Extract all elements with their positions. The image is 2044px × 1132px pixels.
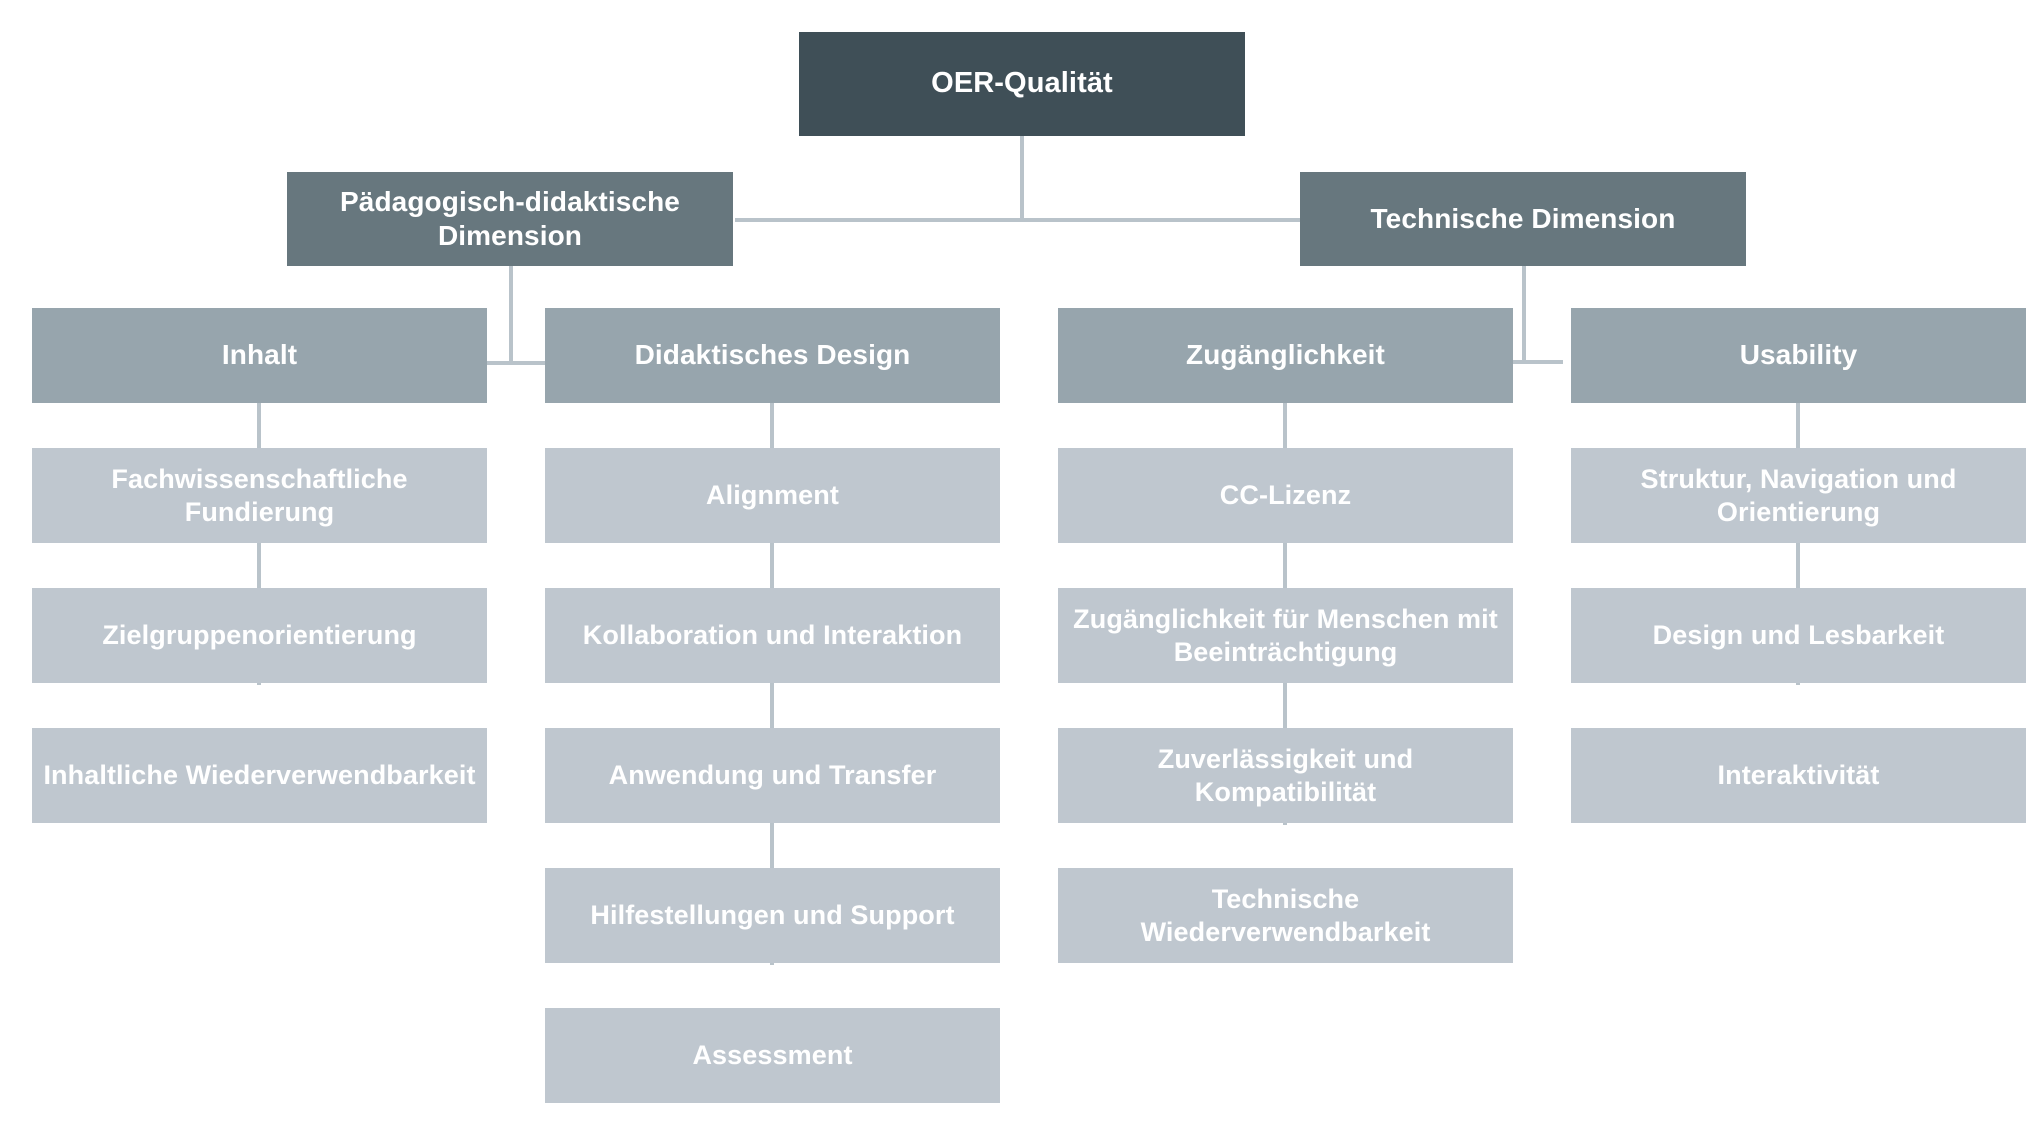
node-inhalt[interactable]: Inhalt xyxy=(32,308,487,403)
node-criterion-inhaltliche-wiederverwendbarkeit[interactable]: Inhaltliche Wiederverwendbarkeit xyxy=(32,728,487,823)
node-criterion-fachwissenschaftliche-fundierung[interactable]: Fachwissenschaftliche Fundierung xyxy=(32,448,487,543)
node-paedagogisch-didaktische-dimension[interactable]: Pädagogisch-didaktische Dimension xyxy=(287,172,733,266)
node-criterion-interaktivitaet[interactable]: Interaktivität xyxy=(1571,728,2026,823)
node-criterion-alignment[interactable]: Alignment xyxy=(545,448,1000,543)
node-criterion-assessment[interactable]: Assessment xyxy=(545,1008,1000,1103)
node-criterion-zielgruppenorientierung[interactable]: Zielgruppenorientierung xyxy=(32,588,487,683)
node-criterion-design-und-lesbarkeit[interactable]: Design und Lesbarkeit xyxy=(1571,588,2026,683)
node-oer-qualitaet[interactable]: OER-Qualität xyxy=(799,32,1245,136)
connector-root-stem xyxy=(1020,135,1024,220)
connector-dimension-spine xyxy=(735,218,1302,222)
node-criterion-struktur-navigation-orientierung[interactable]: Struktur, Navigation und Orientierung xyxy=(1571,448,2026,543)
node-zugaenglichkeit[interactable]: Zugänglichkeit xyxy=(1058,308,1513,403)
node-criterion-cc-lizenz[interactable]: CC-Lizenz xyxy=(1058,448,1513,543)
node-usability[interactable]: Usability xyxy=(1571,308,2026,403)
node-didaktisches-design[interactable]: Didaktisches Design xyxy=(545,308,1000,403)
node-technische-dimension[interactable]: Technische Dimension xyxy=(1300,172,1746,266)
connector-technische-branch xyxy=(1493,360,1563,364)
node-criterion-zugaenglichkeit-beeintraechtigung[interactable]: Zugänglichkeit für Menschen mit Beeinträ… xyxy=(1058,588,1513,683)
connector-technische-stem xyxy=(1522,264,1526,364)
node-criterion-kollaboration-und-interaktion[interactable]: Kollaboration und Interaktion xyxy=(545,588,1000,683)
node-criterion-technische-wiederverwendbarkeit[interactable]: Technische Wiederverwendbarkeit xyxy=(1058,868,1513,963)
connector-paedagogisch-branch xyxy=(485,361,555,365)
connector-paedagogisch-stem xyxy=(509,265,513,365)
node-criterion-zuverlaessigkeit-und-kompatibilitaet[interactable]: Zuverlässigkeit und Kompatibilität xyxy=(1058,728,1513,823)
node-criterion-anwendung-und-transfer[interactable]: Anwendung und Transfer xyxy=(545,728,1000,823)
node-criterion-hilfestellungen-und-support[interactable]: Hilfestellungen und Support xyxy=(545,868,1000,963)
